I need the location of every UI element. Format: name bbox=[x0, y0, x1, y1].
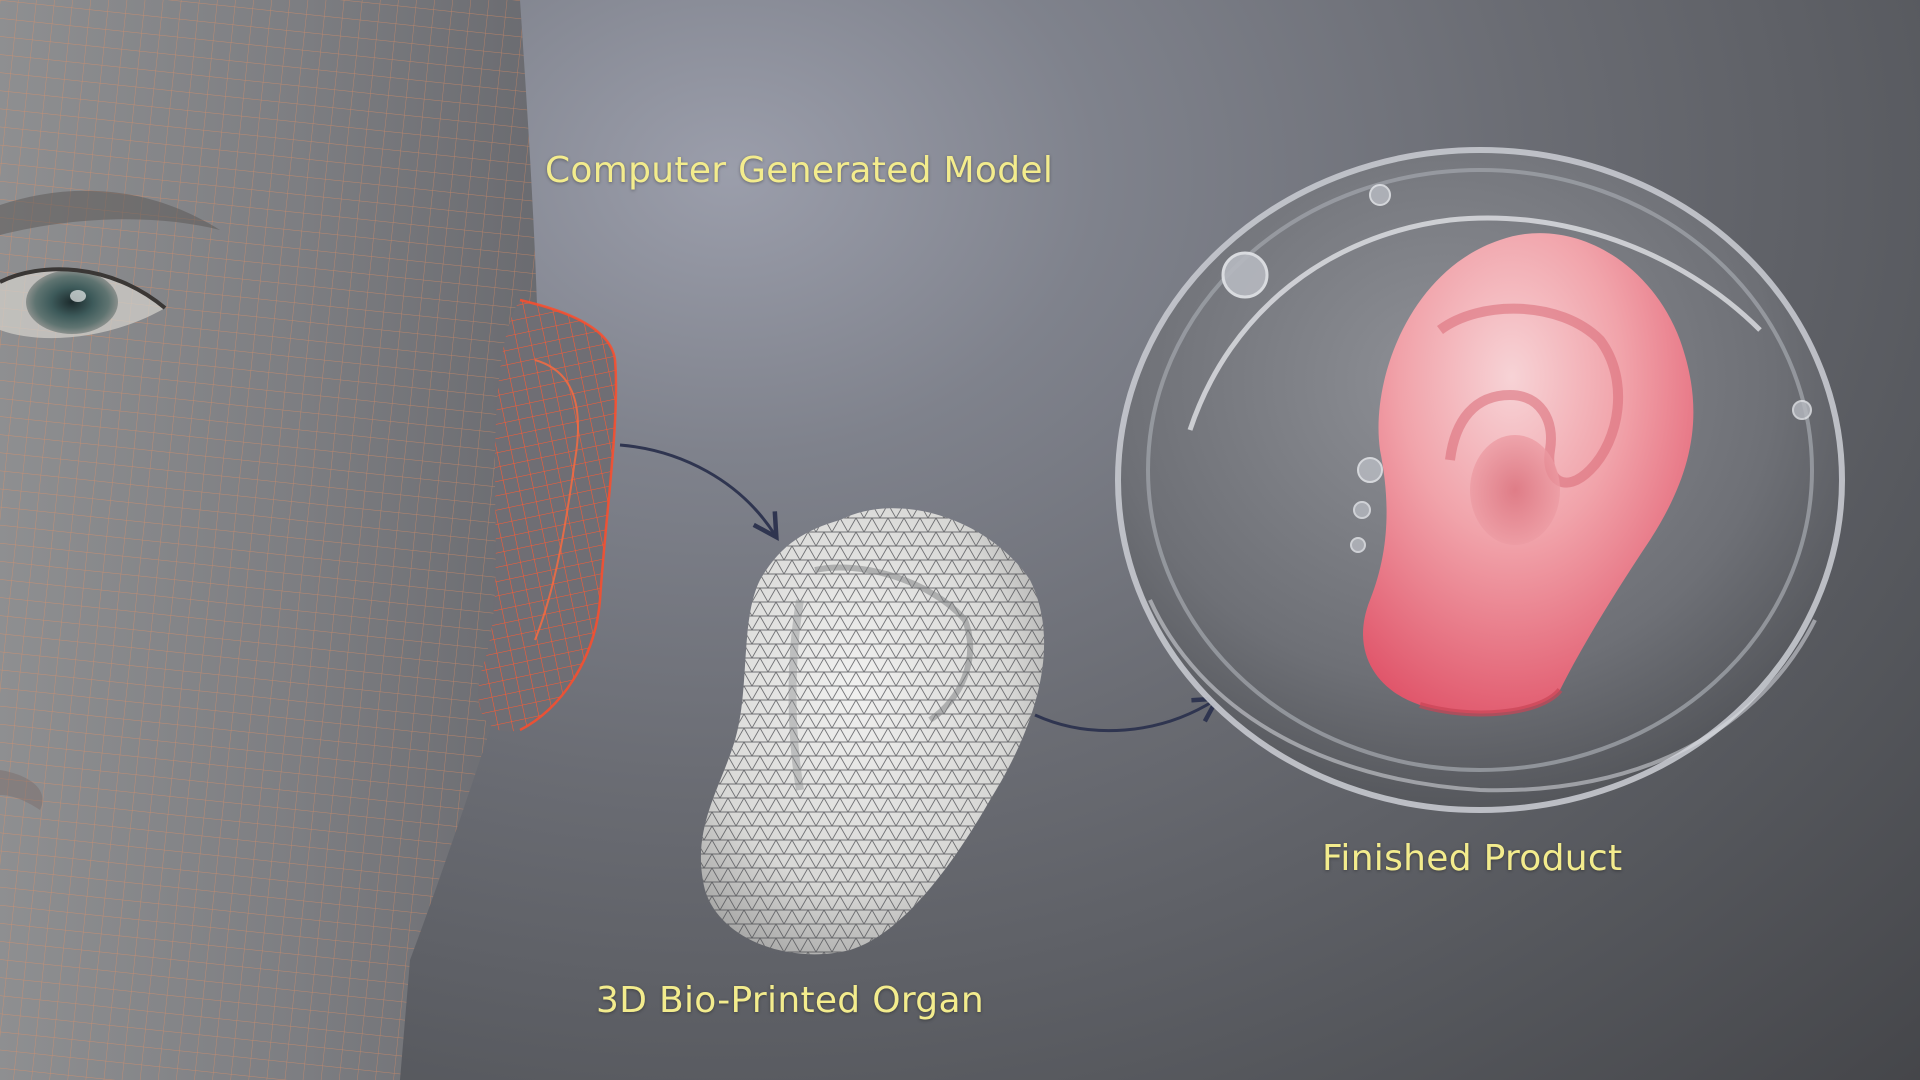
finished-ear bbox=[1363, 233, 1694, 717]
face-model bbox=[0, 0, 618, 1080]
bubble bbox=[1369, 184, 1391, 206]
bubble bbox=[1350, 537, 1366, 553]
model-label: Computer Generated Model bbox=[545, 150, 1054, 191]
bubble bbox=[1357, 457, 1383, 483]
bubble bbox=[1221, 251, 1269, 299]
organ-label: 3D Bio-Printed Organ bbox=[596, 980, 984, 1021]
product-label: Finished Product bbox=[1322, 838, 1623, 879]
bubble bbox=[1353, 501, 1371, 519]
curved-arrow-icon bbox=[1034, 696, 1222, 733]
curved-arrow-icon bbox=[619, 443, 779, 542]
eye bbox=[0, 267, 167, 339]
petri-dish bbox=[1115, 147, 1845, 813]
bubble bbox=[1792, 400, 1812, 420]
bioprinted-organ bbox=[700, 508, 1045, 955]
wireframe-ear bbox=[478, 298, 618, 732]
